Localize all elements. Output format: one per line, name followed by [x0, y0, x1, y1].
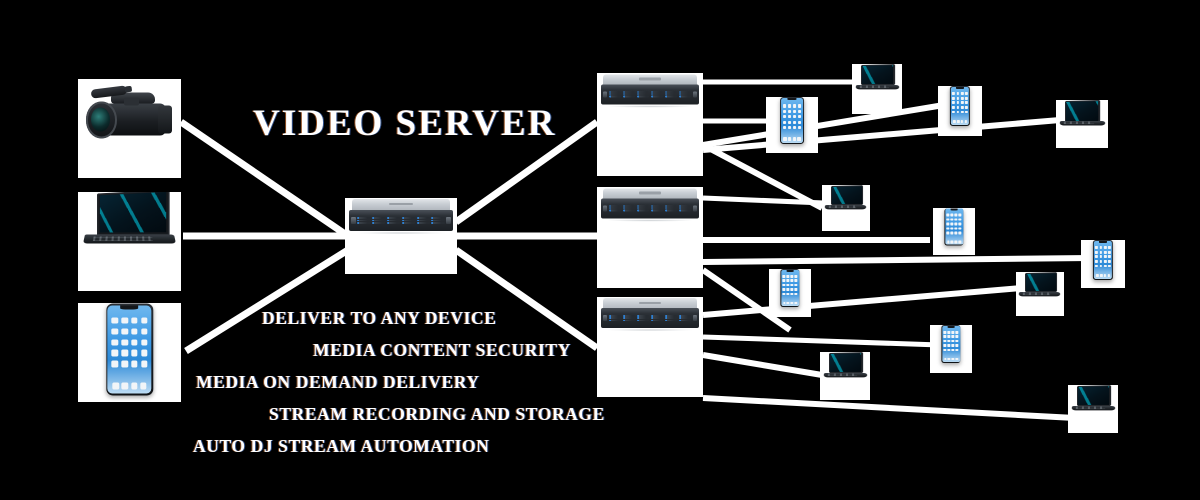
client-phone-6[interactable]: [930, 325, 972, 373]
client-laptop-6[interactable]: [1068, 385, 1118, 433]
feature-stream-recording-and-storage: STREAM RECORDING AND STORAGE: [269, 404, 605, 424]
link-phone-to-core: [184, 247, 350, 354]
server-icon: [349, 198, 453, 274]
client-laptop-3[interactable]: [822, 185, 870, 231]
laptop-icon: [823, 352, 867, 400]
link-server-3-to-client-laptop-3: [702, 285, 1023, 318]
source-phone[interactable]: [78, 303, 181, 402]
phone-icon: [780, 269, 800, 317]
distribution-server-3[interactable]: [597, 297, 703, 397]
phone-icon: [949, 86, 971, 136]
feature-deliver-to-any-device: DELIVER TO ANY DEVICE: [262, 308, 497, 328]
client-phone-2[interactable]: [938, 86, 982, 136]
source-laptop[interactable]: [78, 192, 181, 291]
client-laptop-5[interactable]: [820, 352, 870, 400]
laptop-icon: [83, 192, 176, 291]
phone-icon: [1092, 240, 1114, 288]
client-phone-1[interactable]: [766, 97, 818, 153]
phone-icon: [944, 208, 964, 255]
link-server-1-to-client-laptop-mid: [701, 142, 824, 211]
client-phone-5[interactable]: [769, 269, 811, 317]
link-server-1-to-client-phone-b: [702, 102, 945, 148]
camcorder-icon: [84, 79, 175, 178]
client-laptop-2[interactable]: [1056, 100, 1108, 148]
feature-auto-dj-stream-automation: AUTO DJ STREAM AUTOMATION: [193, 436, 490, 456]
distribution-server-2[interactable]: [597, 187, 703, 288]
link-server-3-to-client-laptop-5: [702, 395, 1076, 421]
client-phone-3[interactable]: [933, 208, 975, 255]
link-server-2-to-client-laptop-2: [702, 195, 825, 206]
source-camcorder[interactable]: [78, 79, 181, 178]
laptop-icon: [1018, 272, 1062, 316]
laptop-icon: [1059, 100, 1105, 148]
laptop-icon: [1071, 385, 1115, 433]
link-server-1-to-client-laptop-far: [702, 117, 1061, 153]
link-server-3-to-client-phone-f: [702, 334, 941, 348]
server-icon: [601, 187, 699, 288]
client-laptop-1[interactable]: [852, 64, 902, 114]
laptop-icon: [824, 185, 868, 231]
server-icon: [601, 73, 699, 176]
feature-media-content-security: MEDIA CONTENT SECURITY: [313, 340, 571, 360]
client-laptop-4[interactable]: [1016, 272, 1064, 316]
laptop-icon: [855, 64, 899, 114]
central-video-server[interactable]: [345, 198, 457, 274]
phone-icon: [941, 325, 961, 373]
link-server-2-to-client-phone-d: [702, 255, 1091, 265]
phone-icon: [105, 303, 154, 402]
phone-icon: [780, 97, 804, 153]
server-icon: [601, 297, 699, 397]
page-title: VIDEO SERVER: [253, 103, 557, 144]
link-core-to-server-3: [454, 247, 599, 351]
distribution-server-1[interactable]: [597, 73, 703, 176]
client-phone-4[interactable]: [1081, 240, 1125, 288]
feature-media-on-demand-delivery: MEDIA ON DEMAND DELIVERY: [196, 372, 480, 392]
